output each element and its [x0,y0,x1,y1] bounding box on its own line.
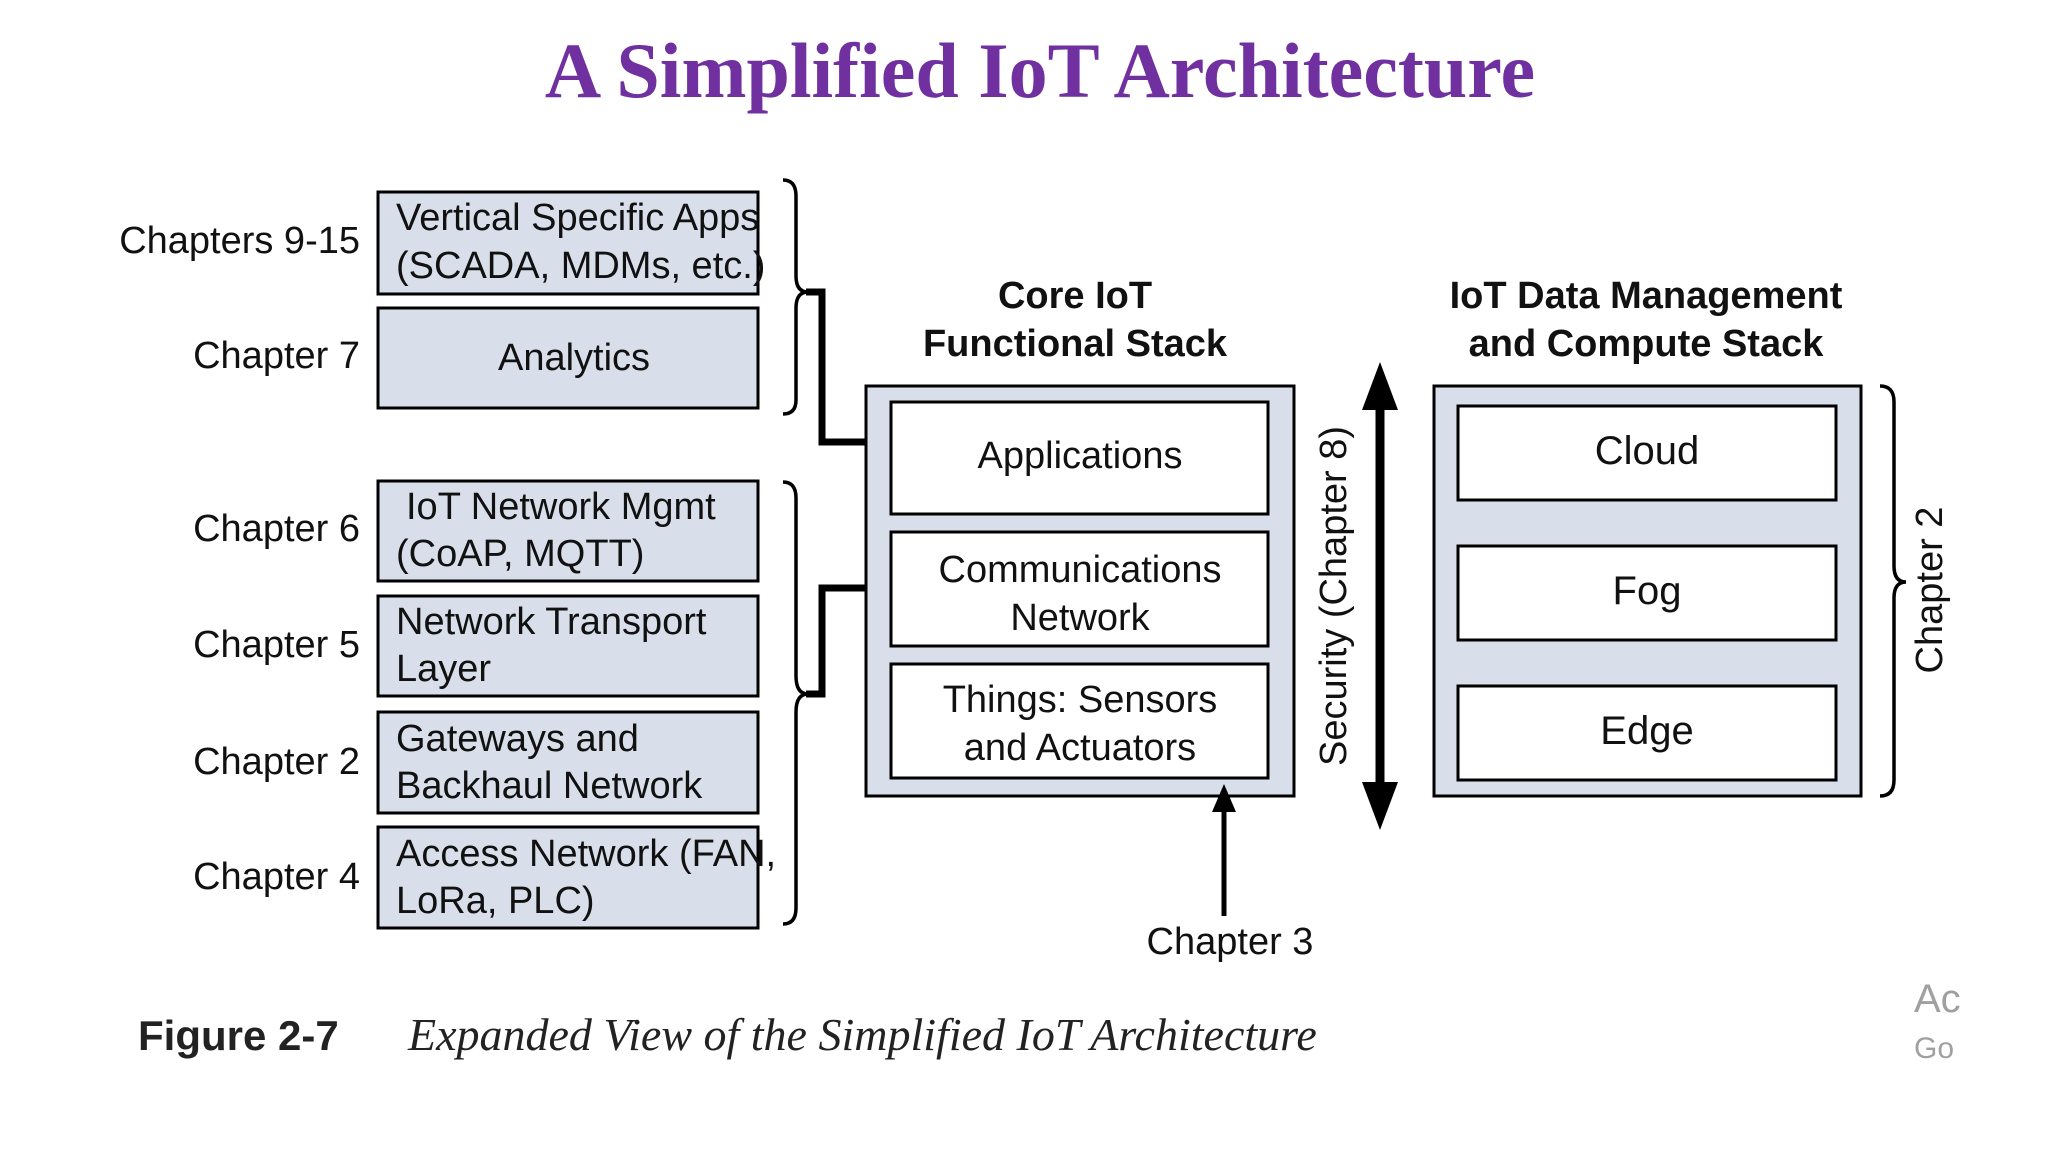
applications-box [889,400,1270,516]
applications-label: Applications [978,435,1183,477]
layer-box [376,190,760,296]
watermark-line-2: Go [1914,1032,1954,1065]
layer-box [376,306,760,410]
lower-brace [782,480,809,926]
figure-number: Figure 2-7 [138,1012,339,1059]
upper-brace [782,178,809,416]
layer-box [376,479,760,583]
edge-label: Edge [1600,709,1693,753]
left-stack-row-network-mgmt: Chapter 6 IoT Network Mgmt (CoAP, MQTT) [193,479,760,583]
figure-caption: Figure 2-7 Expanded View of the Simplifi… [138,1009,1317,1060]
arrowhead-up-icon [1212,784,1236,812]
data-stack-brace [1879,384,1907,798]
left-stack-row-vertical-apps: Chapters 9-15 Vertical Specific Apps (SC… [119,190,765,296]
data-stack-side-label: Chapter 2 [1909,507,1951,674]
layer-line-1: Analytics [498,337,650,379]
core-stack-heading-line-2: Functional Stack [923,323,1228,365]
chapter-label: Chapter 4 [193,856,360,898]
activation-watermark: Ac Go [1914,977,1961,1065]
layer-line-1: IoT Network Mgmt [406,486,716,528]
layer-box [376,594,760,698]
left-stack-row-analytics: Chapter 7 Analytics [193,306,760,410]
connector-to-communications [806,584,868,698]
communications-network-label-line-1: Communications [939,549,1222,591]
chapter-label: Chapter 2 [193,741,360,783]
data-stack-heading-line-1: IoT Data Management [1450,275,1843,317]
edge-box [1456,684,1838,782]
core-stack-heading-line-1: Core IoT [998,275,1152,317]
layer-line-2: (CoAP, MQTT) [396,533,644,575]
data-stack-heading-line-2: and Compute Stack [1469,323,1825,365]
layer-line-1: Network Transport [396,601,707,643]
chapter-label: Chapter 6 [193,508,360,550]
layer-line-2: Layer [396,648,491,690]
communications-network-box [889,530,1270,648]
slide-title: A Simplified IoT Architecture [545,27,1535,114]
watermark-line-1: Ac [1914,977,1961,1021]
chapter-label: Chapter 7 [193,335,360,377]
left-stack-row-gateways: Chapter 2 Gateways and Backhaul Network [193,710,760,815]
layer-line-2: LoRa, PLC) [396,880,595,922]
connector-to-applications [806,288,868,446]
left-stack-row-access: Chapter 4 Access Network (FAN, LoRa, PLC… [193,825,776,930]
layer-line-2: (SCADA, MDMs, etc.) [396,245,765,287]
things-box [889,662,1270,780]
left-stack: Chapters 9-15 Vertical Specific Apps (SC… [119,190,776,930]
layer-box [376,710,760,815]
chapter-3-label: Chapter 3 [1147,921,1314,963]
layer-line-1: Gateways and [396,718,639,760]
layer-line-1: Access Network (FAN, [396,833,776,875]
arrowhead-up-icon [1362,362,1398,410]
cloud-label: Cloud [1595,429,1700,473]
layer-line-1: Vertical Specific Apps [396,197,759,239]
fog-box [1456,544,1838,642]
communications-network-label-line-2: Network [1010,597,1150,639]
data-stack: IoT Data Management and Compute Stack Cl… [1432,275,1951,798]
connectors [782,178,886,926]
layer-line-2: Backhaul Network [396,765,703,807]
figure-caption-text: Expanded View of the Simplified IoT Arch… [407,1009,1317,1060]
security-label: Security (Chapter 8) [1313,426,1355,766]
left-stack-row-transport: Chapter 5 Network Transport Layer [193,594,760,698]
arrowhead-down-icon [1362,782,1398,830]
layer-box [376,825,760,930]
security: Security (Chapter 8) [1313,362,1398,830]
chapter-label: Chapter 5 [193,624,360,666]
chapter-label: Chapters 9-15 [119,220,360,262]
things-label-line-2: and Actuators [964,727,1196,769]
cloud-box [1456,404,1838,502]
core-stack: Core IoT Functional Stack Applications C… [864,275,1314,963]
fog-label: Fog [1613,569,1682,613]
things-label-line-1: Things: Sensors [943,679,1218,721]
